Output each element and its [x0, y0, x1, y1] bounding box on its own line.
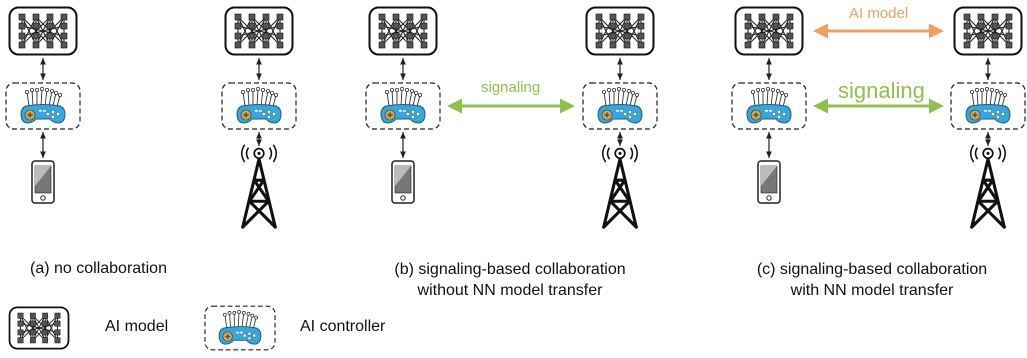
tower-icon-a	[240, 143, 278, 229]
caption-b-line2: without NN model transfer	[417, 282, 603, 299]
legend-ai-model-icon	[8, 306, 70, 350]
caption-c-line2: with NN model transfer	[790, 282, 954, 299]
phone-icon-a	[31, 160, 55, 204]
ai-controller-icon-a-ue	[5, 82, 81, 130]
ai-controller-icon-c-bs	[950, 82, 1026, 130]
ai-controller-icon-a-bs	[221, 82, 297, 130]
ai-controller-icon-b-bs	[582, 82, 658, 130]
ai-model-icon-b-ue	[368, 6, 438, 56]
ai-controller-icon-c-ue	[731, 82, 807, 130]
ai-model-icon-c-bs	[953, 6, 1023, 56]
caption-a: (a) no collaboration	[30, 260, 167, 277]
signaling-label-b: signaling	[481, 79, 541, 96]
phone-icon-c	[757, 160, 781, 204]
legend-ai-controller-icon	[204, 305, 276, 351]
ai-model-transfer-label-c: AI model	[849, 5, 909, 22]
tower-icon-c	[969, 143, 1007, 229]
ai-model-icon-a-bs	[224, 6, 294, 56]
ai-model-icon-b-bs	[585, 6, 655, 56]
ai-model-icon-c-ue	[734, 6, 804, 56]
legend-ai-model-label: AI model	[105, 318, 169, 335]
caption-b-line1: (b) signaling-based collaboration	[394, 261, 626, 278]
ai-controller-icon-b-ue	[365, 82, 441, 130]
signaling-label-c: signaling	[838, 78, 925, 103]
tower-icon-b	[601, 143, 639, 229]
ai-model-icon-a-ue	[8, 6, 78, 56]
legend-ai-controller-label: AI controller	[300, 318, 386, 335]
phone-icon-b	[391, 160, 415, 204]
caption-c-line1: (c) signaling-based collaboration	[756, 261, 988, 278]
